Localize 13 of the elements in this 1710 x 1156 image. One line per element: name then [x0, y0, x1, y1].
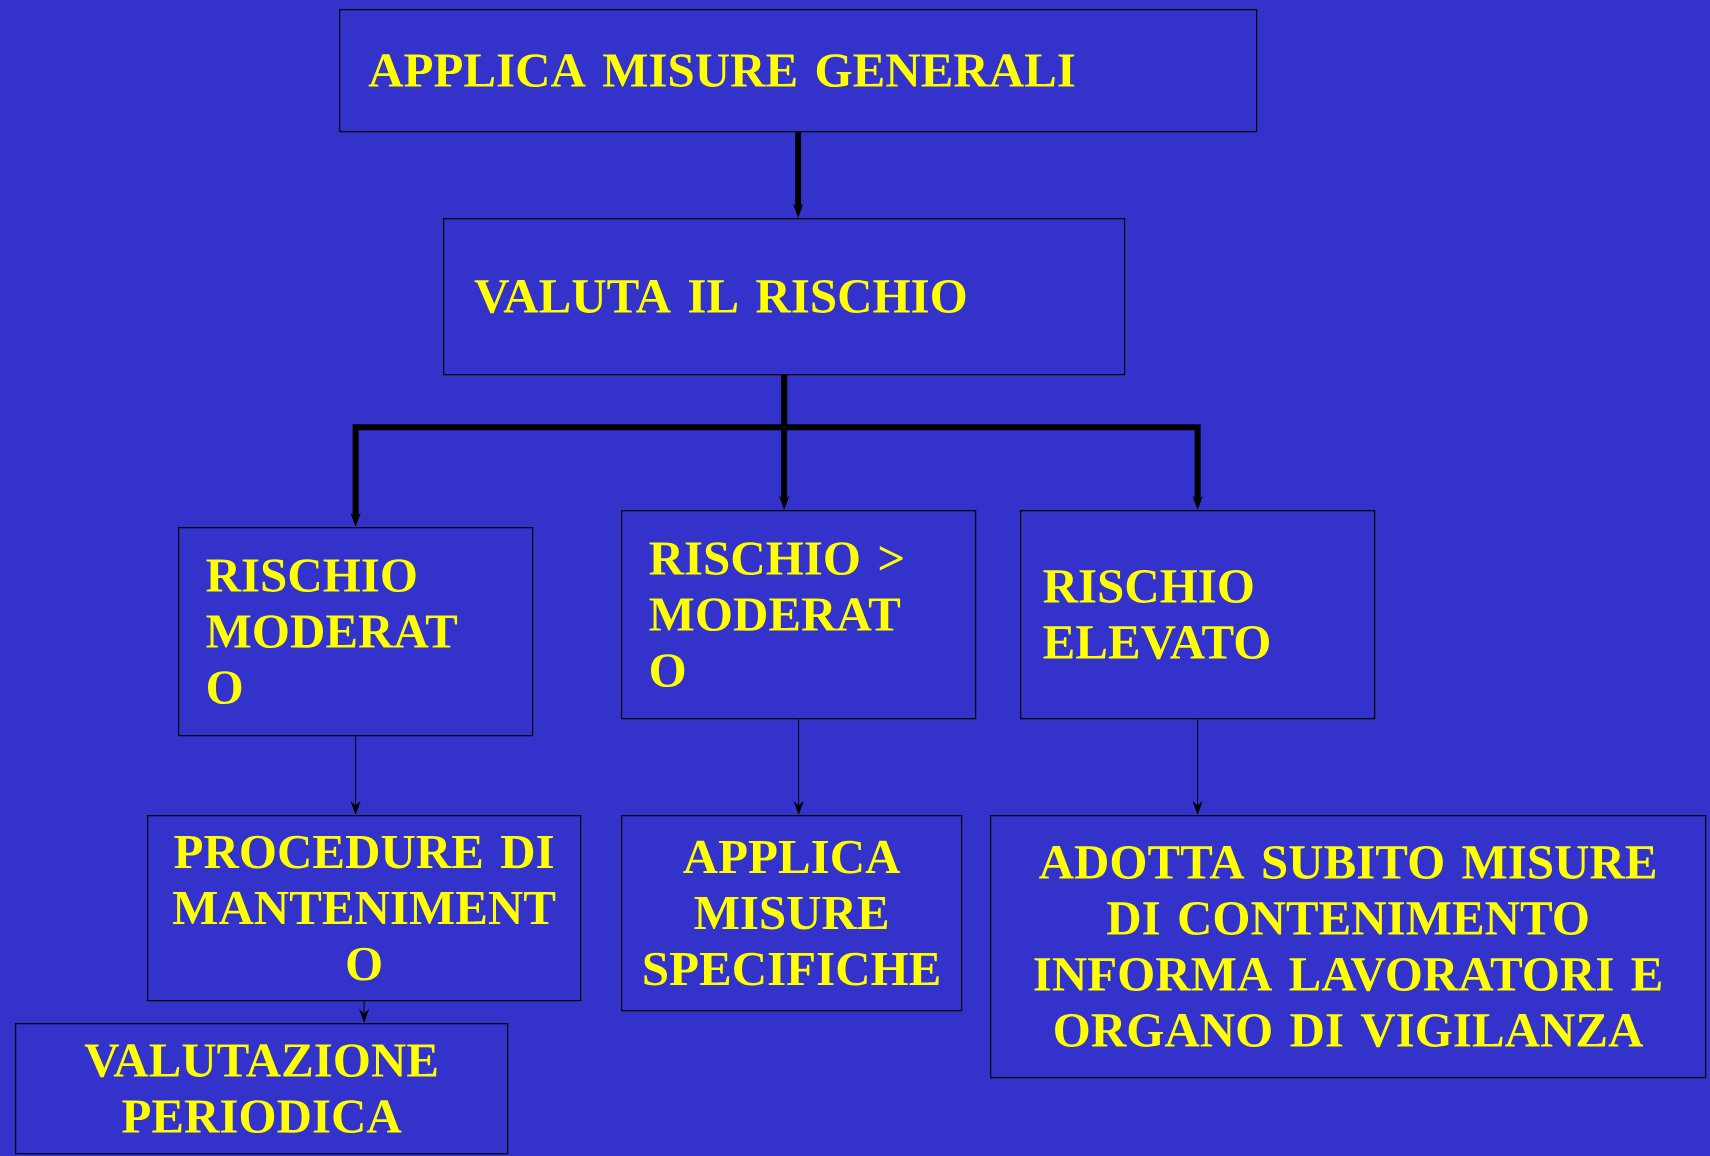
process-box: APPLICA MISURE SPECIFICHE: [621, 815, 963, 1012]
arrow: [359, 1000, 369, 1022]
process-box: APPLICA MISURE GENERALI: [339, 9, 1258, 133]
arrow: [351, 735, 360, 814]
process-box: RISCHIO ELEVATO: [1020, 510, 1376, 720]
arrow: [1193, 718, 1202, 814]
process-box: ADOTTA SUBITO MISURE DI CONTENIMENTO INFORMA LAVORATORI E ORGANO DI VIGILANZA: [990, 815, 1707, 1079]
process-box: RISCHIO > MODERAT O: [621, 510, 977, 720]
process-box: PROCEDURE DI MANTENIMENT O: [147, 815, 582, 1002]
process-box: VALUTAZIONE PERIODICA: [15, 1023, 509, 1155]
process-box: RISCHIO MODERAT O: [178, 527, 534, 737]
process-box: VALUTA IL RISCHIO: [443, 218, 1126, 376]
arrow: [794, 718, 803, 814]
